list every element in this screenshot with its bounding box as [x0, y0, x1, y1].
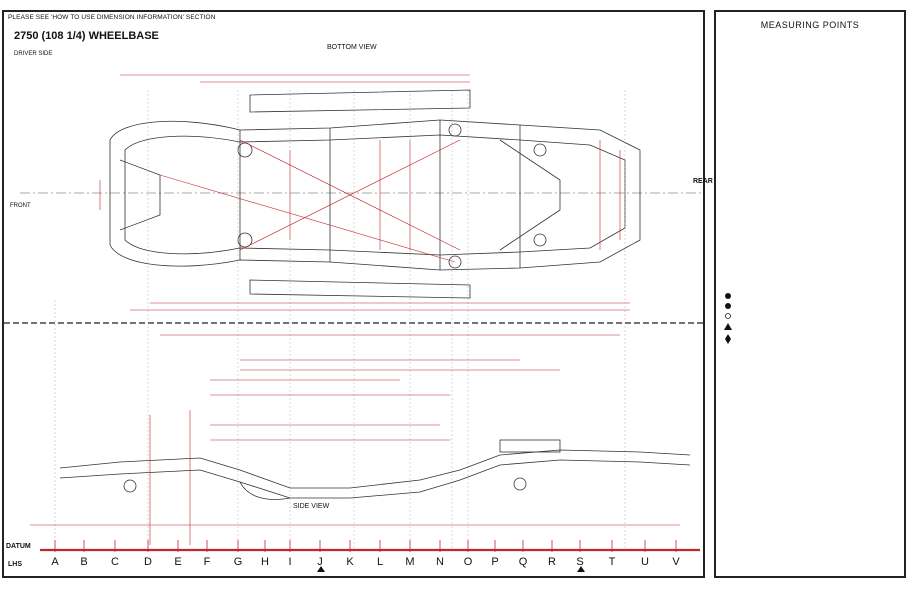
lhs-label: LHS	[8, 561, 22, 568]
datum-letter-j: J	[317, 556, 323, 568]
datum-letter-i: I	[288, 556, 292, 568]
datum-letter-t: T	[608, 556, 616, 568]
side-view-dimensions	[30, 334, 680, 545]
datum-letter-b: B	[80, 556, 88, 568]
bottom-view-chassis	[109, 89, 641, 299]
reference-verticals	[54, 90, 626, 548]
datum-letter-q: Q	[518, 556, 528, 568]
datum-letter-d: D	[144, 556, 152, 568]
datum-label: DATUM	[6, 543, 31, 550]
side-view-label: SIDE VIEW	[293, 503, 330, 510]
legend-symbols	[724, 293, 732, 344]
datum-letter-p: P	[491, 556, 499, 568]
side-view-chassis	[59, 439, 691, 500]
datum-letter-r: R	[548, 556, 556, 568]
datum-letter-k: K	[346, 556, 354, 568]
datum-letter-f: F	[203, 556, 211, 568]
datum-letter-o: O	[463, 556, 473, 568]
usage-notice: PLEASE SEE 'HOW TO USE DIMENSION INFORMA…	[8, 14, 216, 21]
rear-label: REAR	[693, 178, 713, 185]
wheelbase-title: 2750 (108 1/4) WHEELBASE	[14, 30, 159, 42]
datum-marker-s	[577, 566, 585, 572]
datum-letter-l: L	[376, 556, 384, 568]
datum-letter-e: E	[174, 556, 182, 568]
datum-letter-s: S	[576, 556, 584, 568]
measuring-points-panel	[714, 10, 906, 578]
datum-letter-a: A	[51, 556, 59, 568]
datum-letter-m: M	[405, 556, 415, 568]
driver-side-label: DRIVER SIDE	[14, 51, 53, 57]
datum-letter-u: U	[641, 556, 649, 568]
datum-marker-j	[317, 566, 325, 572]
datum-letter-v: V	[672, 556, 680, 568]
datum-letter-g: G	[233, 556, 243, 568]
datum-letter-n: N	[436, 556, 444, 568]
datum-letter-h: H	[261, 556, 269, 568]
bottom-view-label: BOTTOM VIEW	[327, 44, 377, 51]
datum-ticks	[54, 540, 677, 552]
measuring-points-title: MEASURING POINTS	[760, 20, 860, 30]
datum-letter-c: C	[111, 556, 119, 568]
main-drawing-frame	[2, 10, 705, 578]
front-label: FRONT	[10, 203, 31, 209]
